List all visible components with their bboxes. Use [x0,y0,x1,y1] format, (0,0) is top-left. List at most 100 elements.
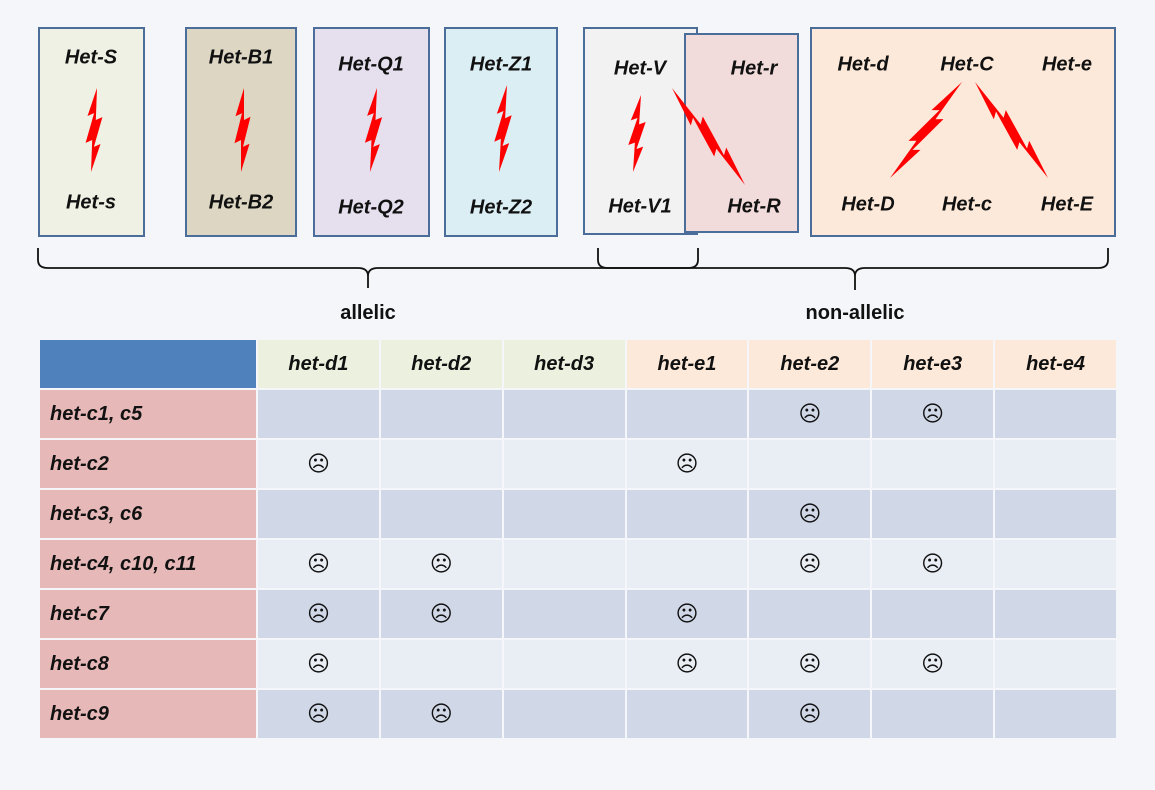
row-header: het-c8 [40,640,256,688]
row-header: het-c9 [40,690,256,738]
table-cell: ☹ [749,540,871,588]
column-header: het-e3 [872,340,994,388]
sad-face-icon: ☹ [798,551,822,576]
table-cell: ☹ [626,640,748,688]
row-header: het-c1, c5 [40,390,256,438]
table-cell: ☹ [749,390,871,438]
table-cell [872,490,994,538]
table-cell [503,590,625,638]
table-cell [995,540,1116,588]
table-cell [872,690,994,738]
sad-face-icon: ☹ [798,651,822,676]
bolt-het-z [494,85,512,172]
table-cell [995,490,1116,538]
table-row: het-c1, c5☹☹ [40,390,1116,438]
table-cell: ☹ [872,640,994,688]
sad-face-icon: ☹ [306,651,330,676]
table-cell [626,490,748,538]
sad-face-icon: ☹ [921,551,945,576]
allele-label-het-z-top: Het-Z1 [469,53,533,76]
allele-label-het-d-bottom: Het-D [841,193,895,216]
table-cell [872,440,994,488]
allele-label-het-b-bottom: Het-B2 [208,191,274,214]
allele-label-het-s-top: Het-S [64,46,118,69]
allele-label-het-z-bottom: Het-Z2 [469,196,533,219]
sad-face-icon: ☹ [798,501,822,526]
allele-label-het-v-bottom: Het-V1 [608,195,672,218]
table-cell: ☹ [749,490,871,538]
allele-label-het-b-top: Het-B1 [208,46,274,69]
table-cell [995,690,1116,738]
row-header: het-c3, c6 [40,490,256,538]
group-box-het-cde [810,27,1116,237]
incompatibility-table: het-d1 het-d2 het-d3 het-e1 het-e2 het-e… [38,338,1118,740]
table-header-row: het-d1 het-d2 het-d3 het-e1 het-e2 het-e… [40,340,1116,388]
sad-face-icon: ☹ [429,701,453,726]
table-cell [380,440,502,488]
table-cell: ☹ [258,440,379,488]
table-cell [258,390,379,438]
table-row: het-c4, c10, c11☹☹☹☹ [40,540,1116,588]
table-cell: ☹ [749,690,871,738]
allele-label-het-c-top: Het-C [940,53,994,76]
table-cell [380,640,502,688]
sad-face-icon: ☹ [675,601,699,626]
column-header: het-e1 [626,340,748,388]
column-header: het-e4 [995,340,1116,388]
table-cell: ☹ [258,640,379,688]
allele-label-het-e-top: Het-e [1041,53,1093,76]
table-row: het-c9 ☹ ☹ ☹ [40,690,1116,738]
bolts [85,82,1048,185]
table-cell: ☹ [626,590,748,638]
table-cell [749,440,871,488]
table-cell [872,590,994,638]
table-body: het-c1, c5☹☹het-c2☹☹het-c3, c6☹het-c4, c… [40,390,1116,738]
table-row: het-c7☹☹☹ [40,590,1116,638]
bolt-het-s [85,88,103,172]
table-cell [995,440,1116,488]
sad-face-icon: ☹ [306,551,330,576]
table-row: het-c2☹☹ [40,440,1116,488]
table-row: het-c3, c6 ☹ [40,490,1116,538]
bolt-het-v [628,95,646,172]
table-cell [749,590,871,638]
row-header: het-c4, c10, c11 [40,540,256,588]
sad-face-icon: ☹ [798,701,822,726]
brace-allelic [37,248,699,288]
allele-label-het-c-bottom: Het-c [941,193,993,216]
table-cell [626,540,748,588]
sad-face-icon: ☹ [306,701,330,726]
column-header: het-d1 [258,340,379,388]
column-header: het-d2 [380,340,502,388]
table-cell [380,490,502,538]
table-cell [380,390,502,438]
column-header: het-d3 [503,340,625,388]
column-header: het-e2 [749,340,871,388]
table-cell [626,390,748,438]
row-header: het-c2 [40,440,256,488]
table-cell [503,640,625,688]
sad-face-icon: ☹ [429,601,453,626]
bolt-het-q [364,88,383,172]
table-cell: ☹ [258,540,379,588]
caption-non-allelic: non-allelic [805,302,905,324]
allele-label-het-d-top: Het-d [837,53,889,76]
table-cell [995,640,1116,688]
table-cell: ☹ [749,640,871,688]
sad-face-icon: ☹ [306,601,330,626]
table-cell [995,590,1116,638]
allele-label-het-e-bottom: Het-E [1040,193,1094,216]
allele-label-het-q-top: Het-Q1 [338,53,404,76]
table-cell [626,690,748,738]
sad-face-icon: ☹ [675,451,699,476]
table-row: het-c8 ☹ ☹ ☹ ☹ [40,640,1116,688]
table-cell [503,540,625,588]
caption-allelic: allelic [340,302,396,324]
sad-face-icon: ☹ [798,401,822,426]
allele-label-het-v-top: Het-V [613,57,667,80]
table-cell [503,390,625,438]
table-cell: ☹ [258,690,379,738]
bolt-het-c-het-d [890,82,962,178]
allele-label-het-r-bottom: Het-R [727,195,781,218]
